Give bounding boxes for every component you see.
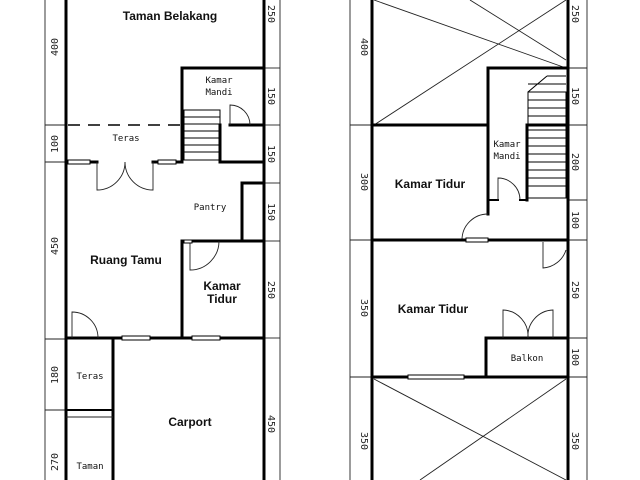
door [229,104,251,126]
door [542,242,567,269]
ground-floor-plan [44,0,281,480]
room-kamar-mandi-2-line2: Mandi [493,152,520,162]
room-kamar-tidur-1-line2: Tidur [207,292,237,306]
stairs [183,109,221,161]
room-kamar-tidur-1-line1: Kamar [203,279,241,293]
room-kamar-mandi-1-line1: Kamar [205,76,233,86]
room-kamar-mandi-1-line2: Mandi [205,88,232,98]
dim-right-outer-2: 350 [358,299,369,317]
dim-left-outer-0: 400 [50,38,61,56]
room-balkon: Balkon [511,354,544,364]
door [189,240,220,271]
dim-right-outer-3: 350 [358,432,369,450]
dim-left-inner-0: 250 [265,5,276,23]
dim-right-inner-0: 250 [569,5,580,23]
door [461,213,489,241]
door [497,177,521,201]
room-kamar-tidur-2: Kamar Tidur [395,177,466,191]
window [157,159,177,165]
dim-right-inner-5: 100 [569,348,580,366]
room-kamar-tidur-3: Kamar Tidur [398,302,469,316]
upper-floor-plan [349,0,588,480]
dim-right-inner-2: 200 [569,153,580,171]
stairs [527,75,567,199]
room-ruang-tamu: Ruang Tamu [90,253,162,267]
window [191,335,221,341]
dim-left-inner-3: 150 [265,203,276,221]
dim-left-inner-1: 150 [265,87,276,105]
void-cross [373,0,567,69]
dim-right-outer-0: 400 [358,38,369,56]
void-cross [373,378,567,480]
room-teras-top: Teras [112,134,139,144]
room-pantry: Pantry [194,203,227,213]
dim-right-outer-1: 300 [358,173,369,191]
dim-right-inner-3: 100 [569,211,580,229]
dim-right-inner-6: 350 [569,432,580,450]
room-carport: Carport [168,415,211,429]
window [67,159,91,165]
window [121,335,151,341]
room-taman-belakang: Taman Belakang [123,9,217,23]
dim-right-inner-4: 250 [569,281,580,299]
room-teras-front: Teras [76,372,103,382]
dim-left-inner-4: 250 [265,281,276,299]
dim-left-outer-4: 270 [50,453,61,471]
dim-left-outer-1: 100 [50,135,61,153]
window [407,374,465,380]
dimension-labels: 400 100 450 180 270 250 150 150 150 250 … [50,5,580,471]
door [502,309,529,339]
dim-left-inner-5: 450 [265,415,276,433]
room-taman: Taman [76,462,103,472]
dim-right-inner-1: 150 [569,87,580,105]
dim-left-inner-2: 150 [265,145,276,163]
door [71,311,99,339]
room-kamar-mandi-2-line1: Kamar [493,140,521,150]
dim-left-outer-3: 180 [50,366,61,384]
dim-left-outer-2: 450 [50,237,61,255]
double-door [96,161,126,191]
